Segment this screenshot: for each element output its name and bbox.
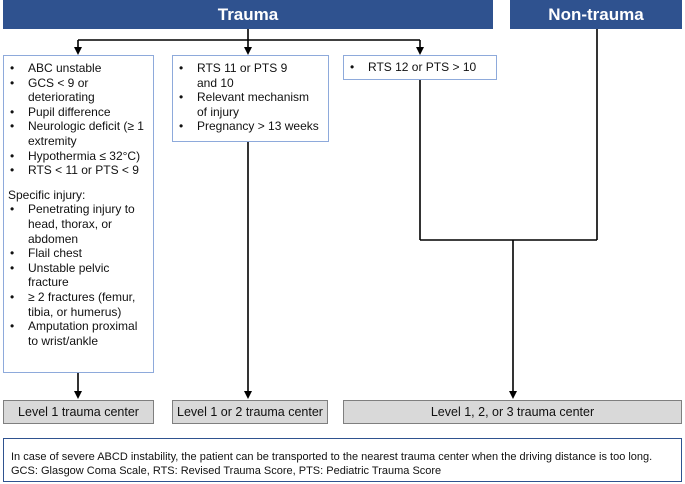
level123-criteria-list: RTS 12 or PTS > 10 [348, 60, 492, 75]
list-item: Relevant mechanism of injury [177, 90, 322, 119]
list-item: Pregnancy > 13 weeks [177, 119, 322, 134]
level12-label: Level 1 or 2 trauma center [177, 405, 323, 419]
list-item: RTS 12 or PTS > 10 [348, 60, 492, 75]
level12-criteria-box: RTS 11 or PTS 9 and 10 Relevant mechanis… [172, 55, 329, 142]
level1-criteria-list: ABC unstable GCS < 9 or deteriorating Pu… [8, 61, 147, 178]
list-item: Unstable pelvic fracture [8, 261, 147, 290]
level123-label: Level 1, 2, or 3 trauma center [430, 405, 595, 419]
list-item: Amputation proximal to wrist/ankle [8, 319, 147, 348]
list-item: GCS < 9 or deteriorating [8, 76, 147, 105]
level123-trauma-center-box: Level 1, 2, or 3 trauma center [343, 400, 682, 424]
level12-trauma-center-box: Level 1 or 2 trauma center [172, 400, 328, 424]
non-trauma-header-label: Non-trauma [548, 4, 644, 24]
list-item: Hypothermia ≤ 32°C) [8, 149, 147, 164]
trauma-header-label: Trauma [217, 4, 279, 24]
list-item: ≥ 2 fractures (femur, tibia, or humerus) [8, 290, 147, 319]
trauma-header: Trauma [3, 0, 493, 29]
level12-criteria-list: RTS 11 or PTS 9 and 10 Relevant mechanis… [177, 61, 322, 134]
list-item: Pupil difference [8, 105, 147, 120]
list-item: Penetrating injury to head, thorax, or a… [8, 202, 147, 246]
footnote-box: In case of severe ABCD instability, the … [3, 438, 682, 482]
level123-criteria-box: RTS 12 or PTS > 10 [343, 55, 497, 80]
footnote-line-2: GCS: Glasgow Coma Scale, RTS: Revised Tr… [11, 465, 442, 477]
list-item: Flail chest [8, 246, 147, 261]
specific-injury-title: Specific injury: [8, 187, 86, 202]
level1-trauma-center-box: Level 1 trauma center [3, 400, 154, 424]
list-item: RTS < 11 or PTS < 9 [8, 163, 147, 178]
list-item: Neurologic deficit (≥ 1 extremity [8, 119, 147, 148]
list-item: ABC unstable [8, 61, 147, 76]
level1-criteria-box: ABC unstable GCS < 9 or deteriorating Pu… [3, 55, 154, 373]
level1-label: Level 1 trauma center [18, 405, 139, 419]
specific-injury-list: Penetrating injury to head, thorax, or a… [8, 202, 147, 348]
list-item: RTS 11 or PTS 9 and 10 [177, 61, 322, 90]
non-trauma-header: Non-trauma [510, 0, 682, 29]
footnote-line-1: In case of severe ABCD instability, the … [11, 451, 653, 463]
